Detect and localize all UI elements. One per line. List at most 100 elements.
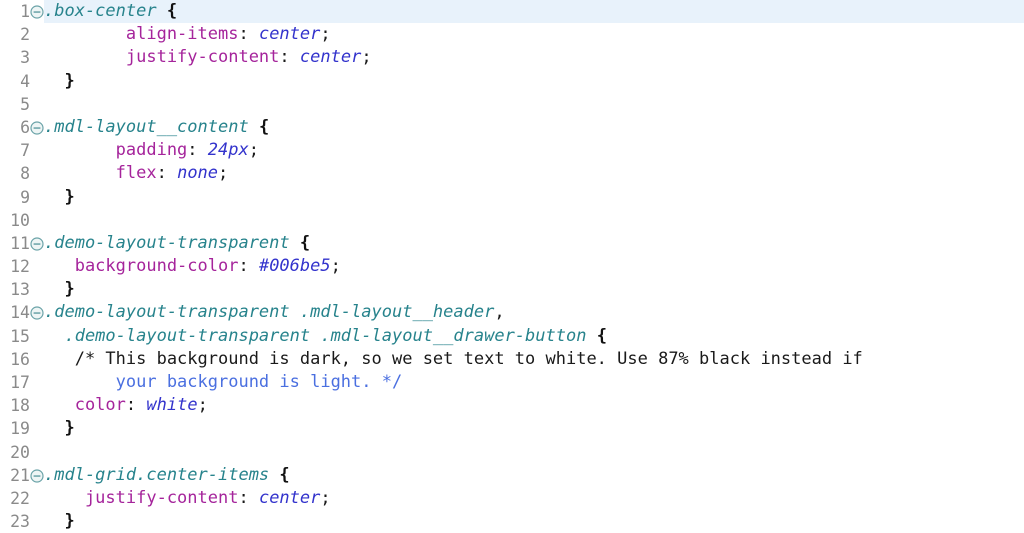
code-line-text: justify-content: center; <box>44 46 1024 69</box>
line-number: 17 <box>0 371 30 395</box>
collapse-minus-circle-icon[interactable] <box>30 463 44 487</box>
code-line[interactable]: 16 /* This background is dark, so we set… <box>0 347 1024 372</box>
code-line[interactable]: 19 } <box>0 417 1024 441</box>
code-line-text: .demo-layout-transparent .mdl-layout__he… <box>44 301 1024 324</box>
token-prop: padding <box>44 140 188 161</box>
code-line-text: align-items: center; <box>44 23 1024 46</box>
code-line[interactable]: 11.demo-layout-transparent { <box>0 231 1024 256</box>
token-punct: : <box>125 395 147 416</box>
code-line[interactable]: 1.box-center { <box>0 0 1024 24</box>
code-line[interactable]: 2 align-items: center; <box>0 23 1024 47</box>
code-line-text <box>44 209 1024 232</box>
token-brace: } <box>44 511 75 532</box>
line-number: 22 <box>0 486 30 511</box>
token-prop: justify-content <box>44 47 280 68</box>
token-punct: : <box>238 24 259 45</box>
fold-gutter-empty <box>30 394 44 418</box>
code-line-text: /* This background is dark, so we set te… <box>44 348 1024 371</box>
code-line-text: justify-content: center; <box>44 487 1024 510</box>
collapse-minus-circle-icon[interactable] <box>30 231 44 256</box>
token-punct: ; <box>361 47 372 68</box>
token-brace: { <box>166 1 178 21</box>
code-line[interactable]: 20 <box>0 440 1024 464</box>
line-number: 11 <box>0 231 30 256</box>
line-number: 23 <box>0 510 30 533</box>
code-line[interactable]: 12 background-color: #006be5; <box>0 255 1024 279</box>
line-number: 3 <box>0 46 30 70</box>
fold-gutter-empty <box>30 417 44 441</box>
code-line[interactable]: 9 } <box>0 185 1024 209</box>
token-selector: .mdl-grid.center-items <box>44 464 280 485</box>
line-number: 16 <box>0 347 30 372</box>
code-line-text: .mdl-grid.center-items { <box>44 464 1024 487</box>
line-number: 14 <box>0 301 30 325</box>
fold-gutter-empty <box>30 185 44 209</box>
code-line[interactable]: 13 } <box>0 278 1024 302</box>
code-line-text <box>44 441 1024 464</box>
code-line[interactable]: 6 .mdl-layout__content { <box>0 115 1024 140</box>
token-value: none <box>177 163 219 184</box>
code-line[interactable]: 23 } <box>0 510 1024 533</box>
line-number: 7 <box>0 139 30 163</box>
code-line-text: your background is light. */ <box>44 371 1024 394</box>
token-brace: } <box>44 186 75 207</box>
fold-gutter-empty <box>30 347 44 371</box>
fold-gutter-empty <box>30 208 44 232</box>
code-line[interactable]: 8 flex: none; <box>0 162 1024 186</box>
token-brace: } <box>44 418 75 439</box>
token-punct: ; <box>218 163 229 184</box>
token-value: center <box>299 47 362 68</box>
code-line-text: } <box>44 510 1024 533</box>
code-line[interactable]: 7 padding: 24px; <box>0 139 1024 163</box>
line-number: 6 <box>0 115 30 140</box>
token-value: white <box>146 395 198 416</box>
code-line[interactable]: 21 .mdl-grid.center-items { <box>0 463 1024 487</box>
token-selector: .box-center <box>44 1 167 21</box>
code-line[interactable]: 3 justify-content: center; <box>0 46 1024 70</box>
token-selector: .mdl-layout__content <box>44 116 259 137</box>
code-line[interactable]: 10 <box>0 208 1024 232</box>
collapse-minus-circle-icon[interactable] <box>30 115 44 140</box>
token-selector: .demo-layout-transparent .mdl-layout__dr… <box>44 325 597 346</box>
collapse-minus-circle-icon[interactable] <box>30 0 44 24</box>
code-line[interactable]: 22 justify-content: center; <box>0 486 1024 511</box>
code-line-text: .mdl-layout__content { <box>44 116 1024 139</box>
fold-gutter-empty <box>30 162 44 186</box>
token-punct: : <box>187 140 208 161</box>
code-line-text: padding: 24px; <box>44 139 1024 162</box>
token-punct: ; <box>248 140 259 161</box>
code-line[interactable]: 4 } <box>0 69 1024 93</box>
line-number: 15 <box>0 324 30 348</box>
fold-gutter-empty <box>30 440 44 464</box>
line-number: 21 <box>0 463 30 487</box>
fold-gutter-empty <box>30 510 44 533</box>
code-line[interactable]: 14 .demo-layout-transparent .mdl-layout__… <box>0 301 1024 325</box>
fold-gutter-empty <box>30 255 44 279</box>
token-punct: ; <box>330 256 341 277</box>
token-prop: flex <box>44 163 157 184</box>
token-punct: : <box>156 163 178 184</box>
code-line[interactable]: 5 <box>0 92 1024 116</box>
code-line-text: .demo-layout-transparent .mdl-layout__dr… <box>44 325 1024 348</box>
token-punct: : <box>238 256 259 277</box>
fold-gutter-empty <box>30 139 44 163</box>
code-line-text: flex: none; <box>44 162 1024 185</box>
token-selector: .demo-layout-transparent .mdl-layout__he… <box>44 302 495 323</box>
code-line-text: } <box>44 278 1024 301</box>
token-brace: { <box>279 464 290 485</box>
token-comment-plain: /* This background is dark, so we set te… <box>44 348 863 369</box>
code-line[interactable]: 17 your background is light. */ <box>0 371 1024 395</box>
token-brace: } <box>44 279 75 300</box>
line-number: 4 <box>0 69 30 93</box>
token-value: 24px <box>207 140 249 161</box>
code-line[interactable]: 18 color: white; <box>0 394 1024 418</box>
line-number: 8 <box>0 162 30 186</box>
line-number: 20 <box>0 440 30 464</box>
code-line-text: color: white; <box>44 394 1024 417</box>
code-line-text <box>44 93 1024 116</box>
fold-gutter-empty <box>30 371 44 395</box>
collapse-minus-circle-icon[interactable] <box>30 301 44 325</box>
code-line[interactable]: 15 .demo-layout-transparent .mdl-layout_… <box>0 324 1024 348</box>
